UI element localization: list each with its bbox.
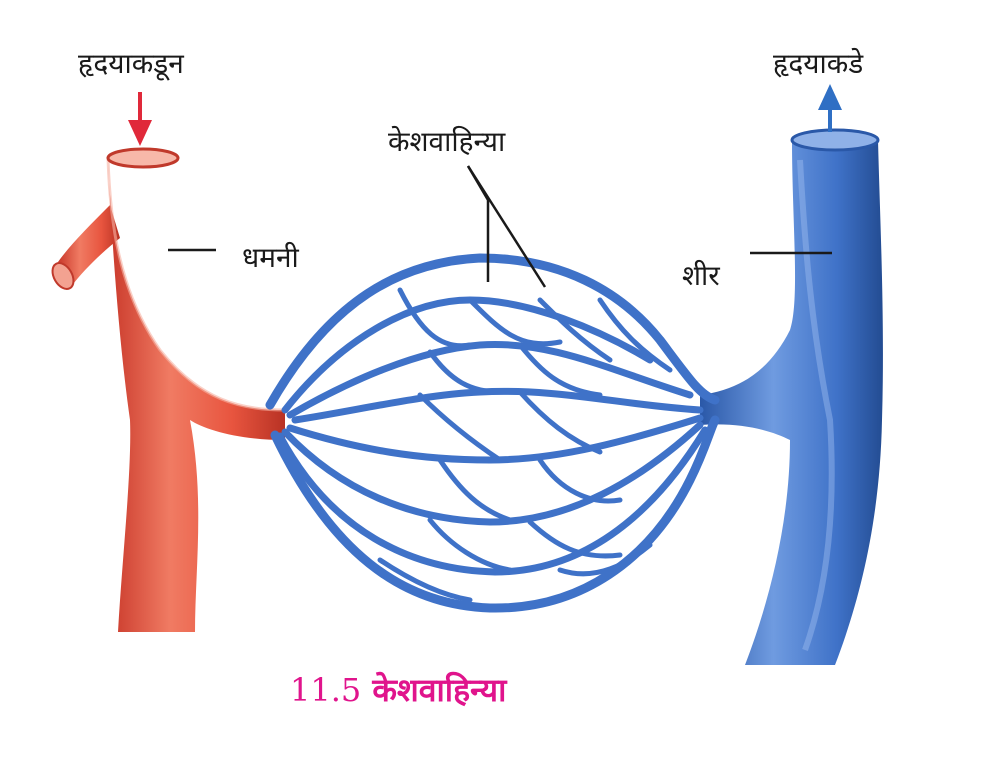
- arrow-out-of-vein-icon: [818, 84, 842, 132]
- caption-text: केशवाहिन्या: [372, 671, 507, 709]
- label-capillaries: केशवाहिन्या: [388, 125, 506, 158]
- vein-vessel: [700, 128, 883, 665]
- capillary-network: [265, 253, 720, 613]
- artery-vessel: [51, 147, 286, 632]
- label-vein: शीर: [682, 259, 720, 292]
- label-from-heart: हृदयाकडून: [78, 47, 184, 80]
- caption-number: 11.5: [290, 671, 362, 709]
- arrow-into-artery-icon: [128, 92, 152, 146]
- capillary-leader-line-2: [466, 165, 547, 288]
- leader-lines: [168, 165, 832, 288]
- label-artery: धमनी: [242, 241, 299, 274]
- label-to-heart: हृदयाकडे: [773, 47, 864, 80]
- figure-caption: 11.5 केशवाहिन्या: [290, 668, 506, 711]
